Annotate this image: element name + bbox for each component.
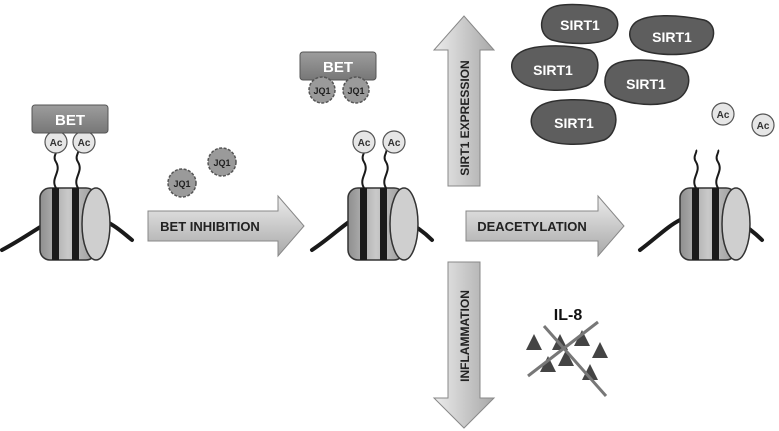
ac-circle: Ac	[711, 102, 735, 126]
sirt1-protein: SIRT1	[629, 14, 715, 56]
sirt1-protein: SIRT1	[540, 3, 619, 45]
bet-jq1-complex: BET JQ1 JQ1	[299, 51, 377, 104]
inflammation-label: INFLAMMATION	[458, 290, 472, 382]
jq1-label: JQ1	[313, 86, 330, 96]
ac-label: Ac	[50, 138, 63, 149]
jq1-label: JQ1	[173, 179, 190, 189]
sirt1-expression-arrow: SIRT1 EXPRESSION	[432, 15, 496, 187]
sirt1-label: SIRT1	[560, 17, 600, 33]
il8-triangle	[526, 334, 542, 350]
ac-circle: Ac	[352, 130, 376, 154]
ac-label: Ac	[717, 110, 730, 121]
ac-circle: Ac	[44, 130, 68, 154]
sirt1-protein: SIRT1	[530, 98, 617, 146]
deacetylation-arrow: DEACETYLATION	[465, 194, 625, 258]
ac-label: Ac	[78, 138, 91, 149]
il8-triangle	[558, 350, 574, 366]
cross-out-line	[542, 325, 608, 397]
ac-circle: Ac	[382, 130, 406, 154]
sirt1-label: SIRT1	[554, 115, 594, 131]
bet-label: BET	[55, 112, 85, 129]
jq1-molecule: JQ1	[207, 147, 237, 177]
il8-triangle	[574, 330, 590, 346]
sirt1-protein: SIRT1	[604, 59, 690, 106]
sirt1-label: SIRT1	[652, 29, 692, 45]
il8-triangle	[582, 364, 598, 380]
sirt1-label: SIRT1	[533, 62, 573, 78]
nucleosome-2: Ac Ac	[310, 130, 434, 261]
il8-triangle	[592, 342, 608, 358]
il8-label: IL-8	[554, 307, 583, 324]
bet-label: BET	[323, 59, 353, 76]
ac-label: Ac	[358, 138, 371, 149]
jq1-molecule: JQ1	[342, 76, 370, 104]
il8-triangle	[540, 356, 556, 372]
ac-circle: Ac	[751, 113, 775, 137]
sirt1-expression-label: SIRT1 EXPRESSION	[458, 60, 472, 175]
jq1-molecule: JQ1	[167, 168, 197, 198]
sirt1-label: SIRT1	[626, 76, 666, 92]
il8-cluster: IL-8	[526, 307, 608, 397]
bet-inhibition-label: BET INHIBITION	[160, 219, 260, 234]
deacetylation-label: DEACETYLATION	[477, 219, 587, 234]
ac-label: Ac	[388, 138, 401, 149]
inflammation-arrow: INFLAMMATION	[432, 261, 496, 429]
ac-label: Ac	[757, 121, 770, 132]
jq1-label: JQ1	[213, 158, 230, 168]
nucleosome-1: Ac Ac BET	[0, 104, 134, 261]
nucleosome-3	[638, 149, 764, 261]
jq1-molecule: JQ1	[308, 76, 336, 104]
ac-circle: Ac	[72, 130, 96, 154]
jq1-label: JQ1	[347, 86, 364, 96]
bet-protein: BET	[31, 104, 109, 134]
bet-inhibition-arrow: BET INHIBITION	[147, 194, 305, 258]
sirt1-protein: SIRT1	[511, 45, 599, 92]
